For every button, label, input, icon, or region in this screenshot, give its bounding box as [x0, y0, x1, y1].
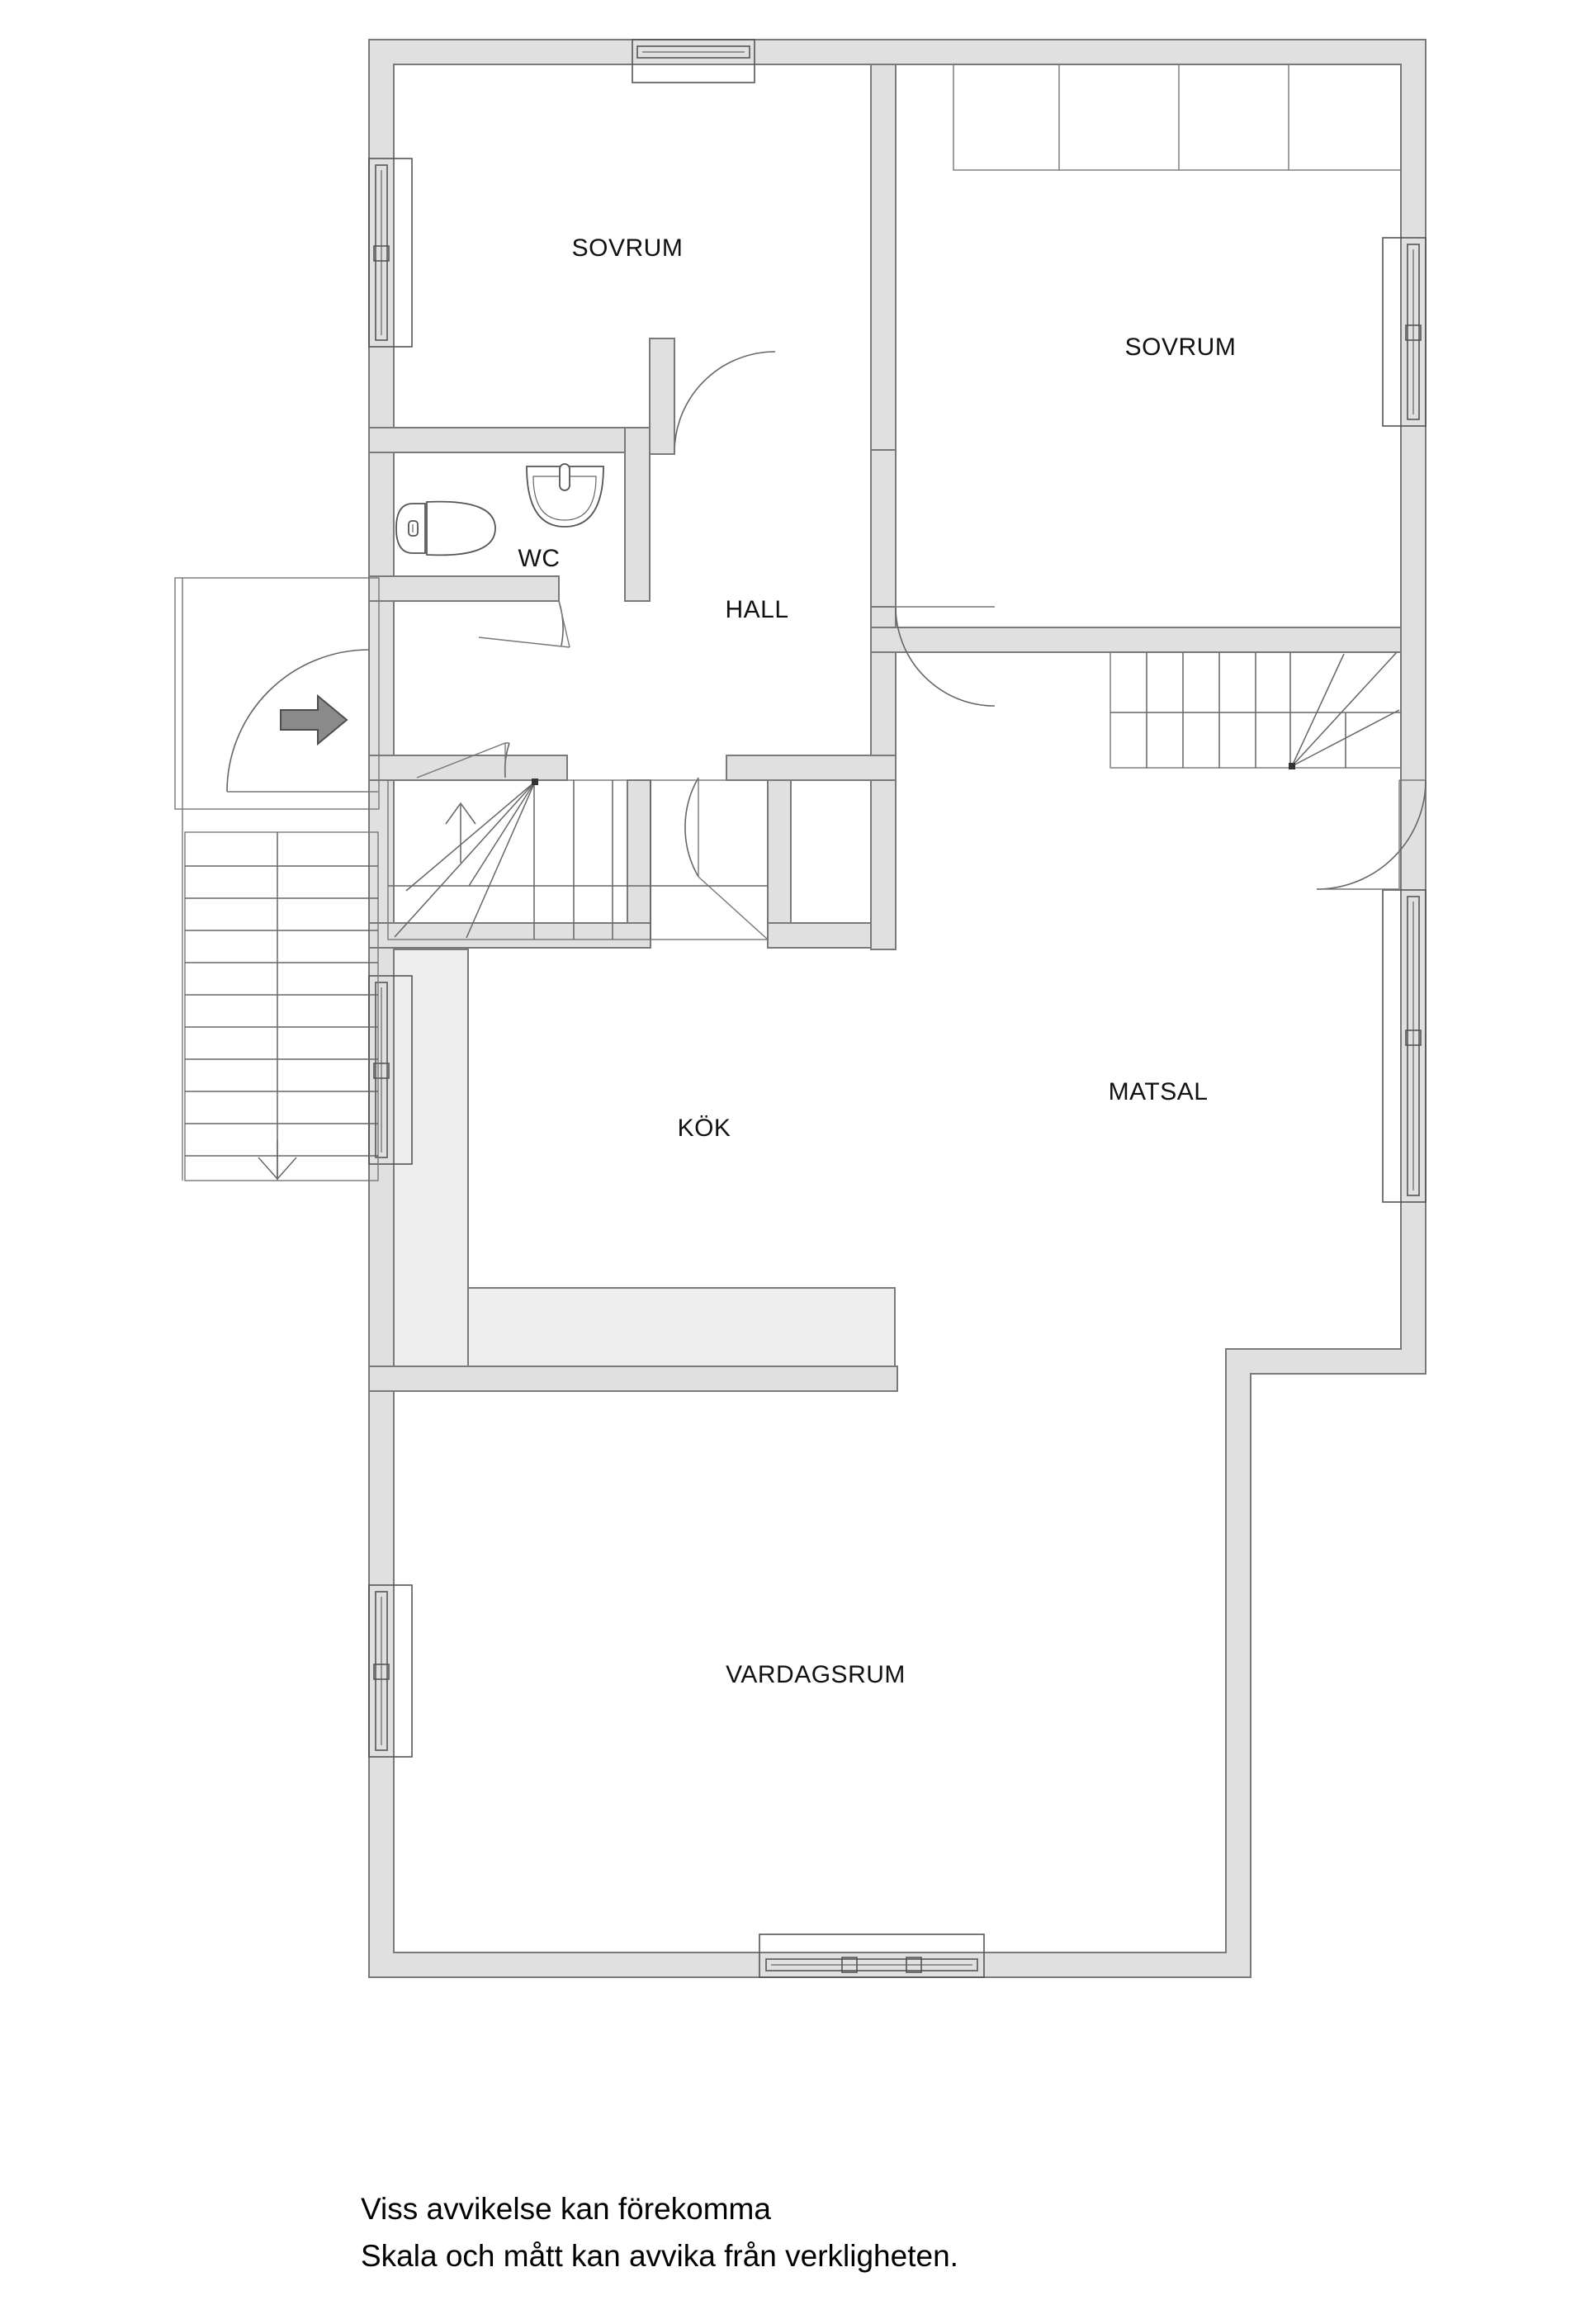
room-label-wc: WC: [518, 545, 561, 572]
wc-door: [478, 600, 570, 648]
interior-stair-hall: [387, 779, 769, 940]
wc-fixtures: [395, 463, 604, 556]
wall-sovrum-nw-east: [870, 64, 897, 451]
interior-stair-matsal: [1110, 651, 1402, 769]
wall-sovrum-nw-south: [368, 427, 651, 453]
wall-hall-north-notch: [649, 338, 675, 455]
window-west-sovrum-nw: [368, 158, 413, 348]
back-entry-door: [1316, 779, 1426, 890]
kok-door: [684, 777, 769, 940]
window-east-matsal: [1382, 889, 1426, 1203]
sink-icon: [526, 463, 604, 528]
wall-stair-west: [627, 779, 651, 942]
stair-down-arrow-icon: [258, 1139, 297, 1181]
window-south-vardagsrum: [759, 1934, 985, 1978]
entry-direction-arrow-icon: [280, 693, 348, 746]
window-west-vardagsrum: [368, 1584, 413, 1758]
back-door-swing-arc: [1316, 779, 1426, 890]
wall-wc-east: [624, 427, 651, 602]
exterior-stair-box: [184, 831, 379, 1181]
stair-door: [416, 742, 510, 779]
footer-disclaimer: Viss avvikelse kan förekomma Skala och m…: [361, 2192, 958, 2273]
toilet-icon: [395, 500, 496, 556]
footer-line-2: Skala och mått kan avvika från verklighe…: [361, 2239, 958, 2273]
stair-up-arrow-icon: [445, 802, 476, 863]
interior-partitions: [368, 64, 1402, 1392]
wall-sovrum-ne-south: [870, 627, 1402, 653]
room-label-vardagsrum: VARDAGSRUM: [726, 1661, 906, 1688]
room-label-kok: KÖK: [678, 1115, 731, 1142]
front-entry-door: [226, 649, 378, 793]
interior-doors: [416, 351, 996, 940]
wardrobe-run-sovrum-ne: [953, 64, 1402, 171]
wardrobe-outline: [953, 64, 1402, 171]
wall-vardagsrum-north: [368, 1366, 898, 1392]
footer-line-1: Viss avvikelse kan förekomma: [361, 2192, 771, 2226]
wall-stair-north: [726, 755, 897, 781]
room-label-matsal: MATSAL: [1109, 1078, 1209, 1105]
room-labels: SOVRUM SOVRUM WC HALL KÖK MATSAL VARDAGS…: [518, 234, 1237, 1688]
hall-door-north: [674, 351, 776, 453]
window-east-sovrum-ne: [1382, 237, 1426, 427]
hall-stair-box: [387, 779, 769, 940]
window-north-sovrum-nw: [632, 39, 755, 83]
wall-hall-ne-stub: [870, 449, 897, 608]
wall-kok-east: [870, 779, 897, 950]
wall-hall-south: [368, 755, 568, 781]
wall-wc-south: [368, 575, 560, 602]
wall-kok-north-left: [368, 922, 651, 949]
exterior-entry-stair: [174, 577, 380, 1181]
hall-door-east: [895, 606, 996, 707]
wall-stair-east: [767, 779, 792, 942]
wall-kok-south-bench: [467, 1287, 896, 1380]
front-door-swing-arc: [226, 649, 370, 793]
room-label-sovrum-ne: SOVRUM: [1125, 334, 1237, 361]
entry-platform: [174, 577, 380, 810]
room-label-hall: HALL: [725, 596, 788, 623]
window-west-kok: [368, 975, 413, 1165]
room-label-sovrum-nw: SOVRUM: [572, 234, 684, 262]
windows: [368, 39, 1426, 1978]
